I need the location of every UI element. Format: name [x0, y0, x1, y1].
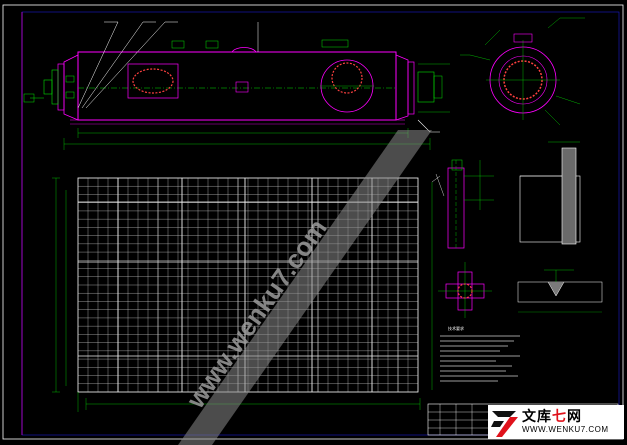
notes-title: 技术要求: [448, 325, 464, 331]
detail-view-section: [519, 141, 581, 245]
logo-cn-prefix: 文库: [522, 409, 552, 425]
vessel-side-view: [23, 21, 450, 150]
site-logo[interactable]: 文库七网 WWW.WENKU7.COM: [488, 405, 624, 439]
detail-view-cross: [438, 262, 492, 318]
grid-dimensions: [52, 175, 441, 412]
vessel-end-view: [460, 17, 585, 126]
watermark-band: www.wenku7.com: [178, 130, 432, 445]
technical-notes: 技术要求: [440, 325, 520, 382]
logo-url: WWW.WENKU7.COM: [522, 425, 609, 434]
sheet-border: [2, 4, 624, 440]
detail-view-weld: [517, 269, 603, 313]
logo-cn-suffix: 网: [567, 409, 582, 425]
detail-view-flange: [435, 159, 494, 249]
logo-cn-red: 七: [552, 409, 567, 425]
logo-mark-icon: [488, 405, 522, 439]
